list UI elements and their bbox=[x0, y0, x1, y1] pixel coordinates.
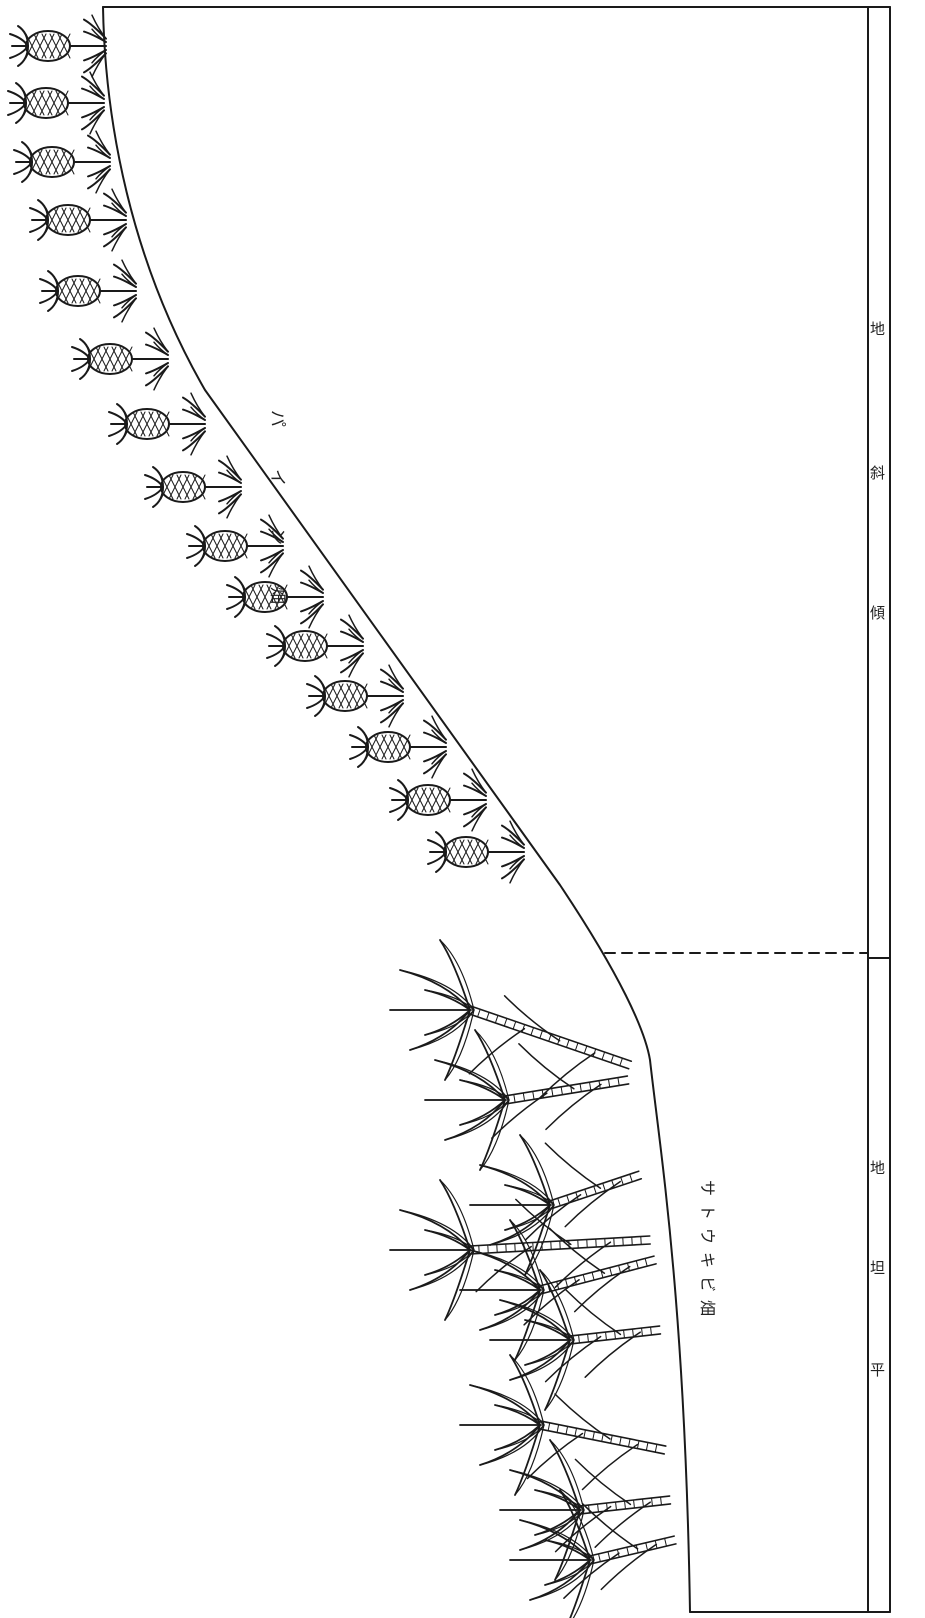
sugarcane-field-label: サトウキビ畑 bbox=[698, 1180, 717, 1324]
pineapple-plants bbox=[8, 15, 524, 883]
pineapple-leaves bbox=[88, 131, 110, 193]
pineapple-plant bbox=[390, 769, 486, 831]
pineapple-leaves bbox=[381, 665, 403, 727]
sugarcane-plant bbox=[390, 940, 631, 1098]
pineapple-leaves bbox=[424, 716, 446, 778]
strip-label-5: 坦 bbox=[870, 1259, 885, 1277]
pineapple-plant bbox=[428, 821, 524, 883]
sugarcane-plant bbox=[490, 1270, 660, 1410]
pineapple-plant bbox=[40, 260, 136, 322]
soil-frame bbox=[103, 7, 890, 1612]
pineapple-field-text: パイン畑 bbox=[267, 410, 287, 646]
sugarcane-plants bbox=[390, 940, 676, 1618]
pineapple-plant bbox=[8, 72, 104, 134]
pineapple-leaves bbox=[219, 456, 241, 518]
strip-label-1: 地 bbox=[870, 320, 885, 338]
pineapple-leaves bbox=[341, 615, 363, 677]
sugarcane-plant bbox=[460, 1355, 666, 1495]
pineapple-leaves bbox=[82, 72, 104, 134]
sugarcane-leaves bbox=[470, 1135, 620, 1275]
pineapple-field-label: パイン畑 bbox=[267, 410, 287, 646]
pineapple-plant bbox=[109, 393, 205, 455]
pineapple-plant bbox=[307, 665, 403, 727]
strip-label-4: 地 bbox=[870, 1159, 885, 1177]
pineapple-leaves bbox=[183, 393, 205, 455]
pineapple-plant bbox=[145, 456, 241, 518]
sugarcane-stalk bbox=[589, 1536, 674, 1556]
strip-label-6: 平 bbox=[870, 1361, 885, 1379]
pineapple-leaves bbox=[301, 566, 323, 628]
sugarcane-leaves bbox=[460, 1355, 638, 1495]
sugarcane-plant bbox=[470, 1135, 641, 1275]
pineapple-plant bbox=[350, 716, 446, 778]
sugarcane-leaves bbox=[390, 1180, 610, 1320]
pineapple-plant bbox=[30, 189, 126, 251]
strip-label-3: 傾 bbox=[870, 604, 885, 622]
strip-label-2: 斜 bbox=[870, 464, 885, 482]
pineapple-leaves bbox=[114, 260, 136, 322]
sugarcane-plant bbox=[500, 1440, 670, 1580]
pineapple-leaves bbox=[146, 328, 168, 390]
pineapple-plant bbox=[10, 15, 106, 77]
sugarcane-leaves bbox=[390, 940, 595, 1098]
sugarcane-leaves bbox=[460, 1220, 630, 1360]
pineapple-leaves bbox=[104, 189, 126, 251]
pineapple-plant bbox=[14, 131, 110, 193]
bottom-strip-labels: 地 斜 傾 地 坦 平 bbox=[870, 320, 885, 1379]
pineapple-plant bbox=[72, 328, 168, 390]
sugarcane-plant bbox=[425, 1030, 629, 1170]
sugarcane-field-text: サトウキビ畑 bbox=[698, 1180, 717, 1324]
sugarcane-leaves bbox=[490, 1270, 640, 1410]
sugarcane-plant bbox=[390, 1180, 650, 1320]
